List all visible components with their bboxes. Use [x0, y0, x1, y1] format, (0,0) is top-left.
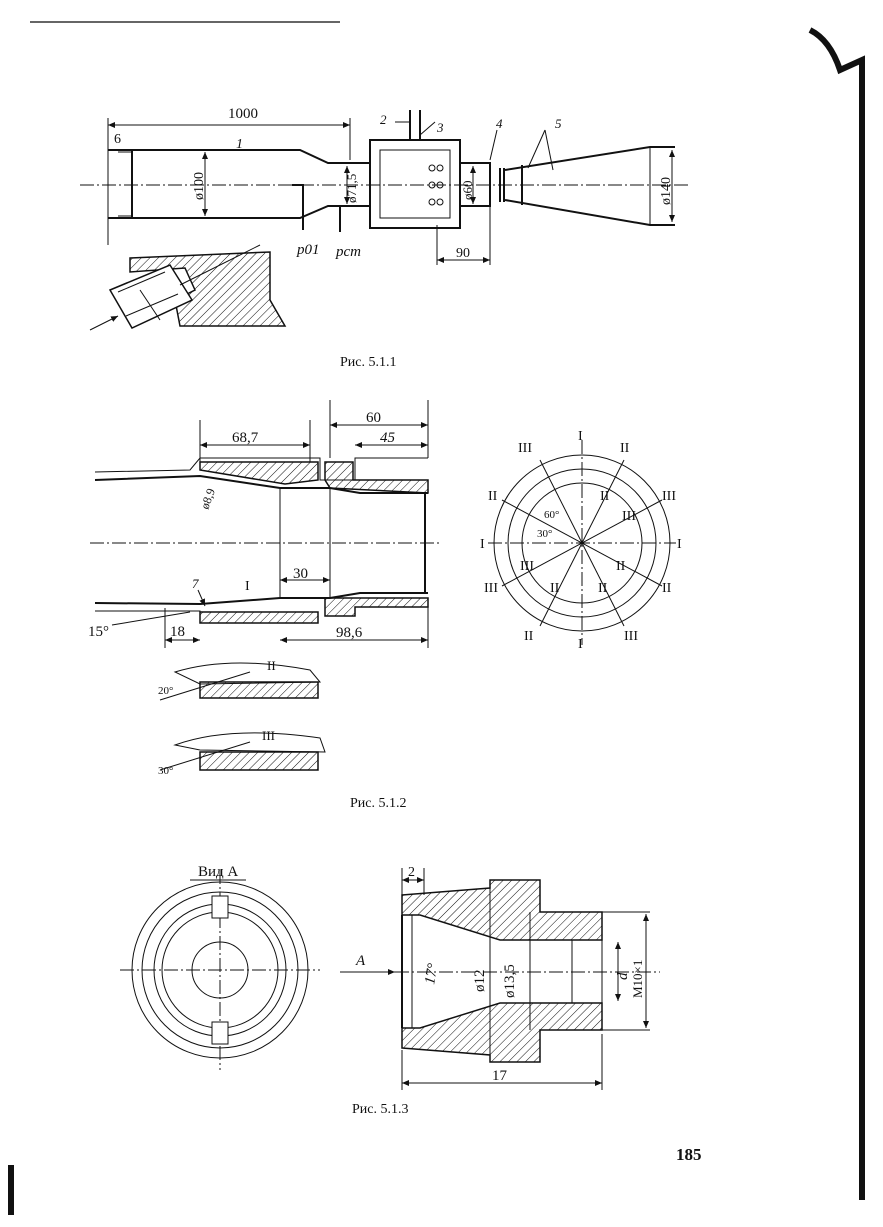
ring-label-iii-br: III	[624, 629, 638, 644]
ring-label-ii-q4: II	[598, 581, 608, 596]
dim-d8-9: ø8,9	[198, 487, 218, 512]
caption-fig-5-1-2: Рис. 5.1.2	[350, 796, 407, 812]
dim-d13-5: ø13,5	[502, 964, 518, 998]
angle-30: 30°	[158, 765, 173, 777]
view-a-circle	[120, 870, 320, 1070]
angle-7: 7	[192, 576, 199, 591]
section-view-2: II 20°	[158, 658, 320, 700]
dim-d12: ø12	[472, 970, 488, 993]
ring-label-ii-q4b: II	[616, 559, 626, 574]
ring-label-iii-r: III	[662, 489, 676, 504]
dim-18: 18	[170, 624, 185, 640]
dim-d60: ø60	[460, 181, 475, 201]
part-1: 1	[236, 137, 243, 152]
dim-1000: 1000	[228, 106, 258, 122]
dim-60: 60	[366, 410, 381, 426]
dim-d: d	[615, 972, 631, 980]
ring-label-i-right: I	[677, 537, 682, 552]
ring-label-iii-q1: III	[622, 509, 636, 524]
nozzle-detail	[90, 245, 285, 330]
dim-30: 30	[293, 566, 308, 582]
figure-5-1-3: Вид А А	[120, 864, 660, 1090]
dim-17: 17	[492, 1068, 508, 1084]
ring-label-ii-bl: II	[524, 629, 534, 644]
angle-60: 60°	[544, 509, 559, 521]
ring-label-ii-l: II	[488, 489, 498, 504]
dim-d100: ø100	[192, 172, 207, 200]
ring-label-i-top: I	[578, 429, 583, 444]
thread-m10: M10×1	[630, 960, 645, 998]
scan-mark	[8, 1165, 14, 1215]
part-5: 5	[555, 116, 562, 131]
section-label-3: III	[262, 728, 275, 743]
label-p01: p01	[296, 242, 320, 258]
ring-label-ii-q3: II	[550, 581, 560, 596]
section-view-3: III 30°	[158, 728, 325, 777]
dim-98-6: 98,6	[336, 625, 363, 641]
section-label-2: II	[267, 658, 276, 673]
dim-45: 45	[380, 430, 396, 446]
angle-17: 17°	[422, 962, 441, 985]
dim-68-7: 68,7	[232, 430, 259, 446]
dim-2: 2	[408, 865, 415, 880]
dim-d71: ø71,5	[344, 174, 359, 203]
ring-label-ii-tr: II	[620, 441, 630, 456]
dim-90: 90	[456, 246, 470, 261]
label-view-a: Вид А	[198, 864, 238, 880]
angle-20: 20°	[158, 685, 173, 697]
part-2: 2	[380, 112, 387, 127]
ring-label-iii-q3: III	[520, 559, 534, 574]
angle-30c: 30°	[537, 528, 552, 540]
label-pst: pст	[335, 244, 361, 260]
part-4: 4	[496, 116, 503, 131]
figure-5-1-2: 68,7 60 45 ø8,9 30 98,6 7 15° 18 I II 20…	[88, 400, 682, 777]
ring-label-ii-r: II	[662, 581, 672, 596]
ring-label-iii-tl: III	[518, 441, 532, 456]
part-3: 3	[436, 120, 444, 135]
caption-fig-5-1-1: Рис. 5.1.1	[340, 355, 397, 371]
figure-5-1-1: 1000 6 1 2 3 4 5 ø100 ø71,5 ø60 ø140 p01…	[80, 106, 690, 330]
dim-d140: ø140	[659, 177, 674, 205]
ring-label-iii-l: III	[484, 581, 498, 596]
angle-15: 15°	[88, 624, 109, 640]
ring-label-ii-q1: II	[600, 489, 610, 504]
label-arrow-a: А	[355, 953, 366, 969]
caption-fig-5-1-3: Рис. 5.1.3	[352, 1102, 409, 1118]
scan-edge	[810, 30, 862, 1200]
ring-label-i-left: I	[480, 537, 485, 552]
ring-label-i-bottom: I	[578, 637, 583, 652]
page-number: 185	[676, 1145, 702, 1165]
section-label-1: I	[245, 579, 250, 594]
label-inlet: 6	[114, 132, 121, 147]
circular-section: I I I I III II II III III II II III II I…	[480, 429, 682, 652]
